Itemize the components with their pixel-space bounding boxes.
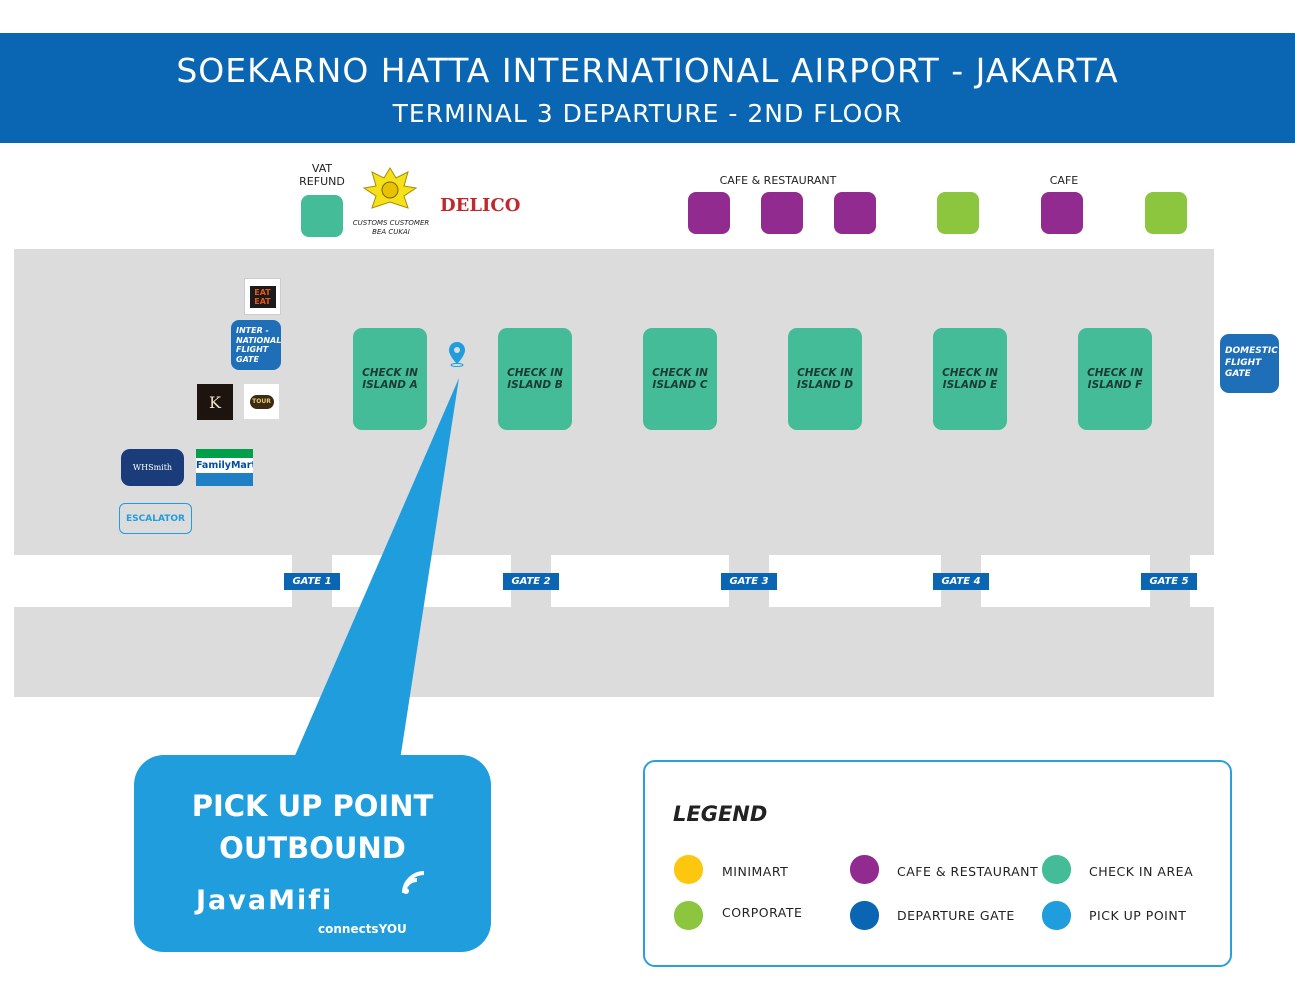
legend-gate-label: DEPARTURE GATE	[897, 908, 1015, 923]
check-in-island-e[interactable]: CHECK IN ISLAND E	[933, 328, 1007, 430]
legend-minimart-label: MINIMART	[722, 864, 789, 879]
map-title: SOEKARNO HATTA INTERNATIONAL AIRPORT - J…	[176, 51, 1119, 90]
legend-checkin-label: CHECK IN AREA	[1089, 864, 1194, 879]
domestic-flight-gate[interactable]: DOMESTIC FLIGHT GATE	[1220, 334, 1279, 393]
tour-logo: TOUR	[244, 384, 279, 419]
eat-eat-text: EAT EAT	[249, 285, 276, 308]
gate-3-label[interactable]: GATE 3	[721, 573, 777, 590]
escalator-box[interactable]: ESCALATOR	[119, 503, 192, 534]
international-flight-gate[interactable]: INTER - NATIONAL FLIGHT GATE	[231, 320, 281, 370]
check-in-island-a[interactable]: CHECK IN ISLAND A	[353, 328, 427, 430]
familymart-stripe-bottom	[196, 473, 253, 486]
pickup-line2: OUTBOUND	[219, 831, 406, 865]
cafe-label: CAFE	[1049, 174, 1079, 187]
legend-corporate-swatch	[674, 901, 703, 930]
legend-pickup-label: PICK UP POINT	[1089, 908, 1187, 923]
gate-5-label[interactable]: GATE 5	[1141, 573, 1197, 590]
location-pin-icon[interactable]	[446, 340, 468, 368]
legend-minimart-swatch	[674, 855, 703, 884]
wifi-signal-icon	[400, 869, 430, 897]
kafe-logo: K	[197, 384, 233, 420]
domestic-flight-gate-label: DOMESTIC FLIGHT GATE	[1225, 346, 1278, 379]
pickup-line1: PICK UP POINT	[191, 789, 434, 823]
escalator-label: ESCALATOR	[126, 513, 185, 524]
legend-gate-swatch	[850, 901, 879, 930]
check-in-island-f[interactable]: CHECK IN ISLAND F	[1078, 328, 1152, 430]
gate-1-label[interactable]: GATE 1	[284, 573, 340, 590]
legend-checkin-swatch	[1042, 855, 1071, 884]
tour-logo-text: TOUR	[252, 398, 271, 405]
legend-cafe-swatch	[850, 855, 879, 884]
vat-refund-label: VAT REFUND	[299, 162, 345, 188]
cafe-spot-2[interactable]	[761, 192, 803, 234]
cafe-restaurant-label: CAFE & RESTAURANT	[719, 174, 837, 187]
tour-logo-badge: TOUR	[249, 394, 274, 409]
lower-floor-area	[14, 607, 1214, 697]
pickup-point-bubble[interactable]: PICK UP POINT OUTBOUND JavaMifi connects…	[134, 755, 491, 952]
corporate-spot-2[interactable]	[1145, 192, 1187, 234]
map-header: SOEKARNO HATTA INTERNATIONAL AIRPORT - J…	[0, 33, 1295, 143]
international-flight-gate-label: INTER - NATIONAL FLIGHT GATE	[236, 326, 282, 364]
familymart-logo-text: FamilyMart	[196, 460, 253, 471]
delico-logo: DELICO	[440, 195, 521, 216]
corporate-spot-1[interactable]	[937, 192, 979, 234]
gate-4-label[interactable]: GATE 4	[933, 573, 989, 590]
legend-corporate-label: CORPORATE	[722, 905, 803, 920]
customs-label: CUSTOMS CUSTOMER BEA CUKAI	[352, 219, 430, 236]
vat-refund-spot[interactable]	[301, 195, 343, 237]
javamifi-brand: JavaMifi	[196, 885, 334, 916]
cafe-spot-4[interactable]	[1041, 192, 1083, 234]
familymart-stripe-top	[196, 449, 253, 458]
eat-eat-logo: EAT EAT	[244, 278, 281, 315]
javamifi-tagline: connectsYOU	[318, 922, 407, 936]
legend-panel: LEGEND MINIMART CORPORATE CAFE & RESTAUR…	[643, 760, 1232, 967]
legend-cafe-label: CAFE & RESTAURANT	[897, 864, 1039, 879]
customs-emblem-icon	[362, 164, 418, 216]
check-in-island-b[interactable]: CHECK IN ISLAND B	[498, 328, 572, 430]
legend-title: LEGEND	[673, 802, 768, 826]
whsmith-logo: WHSmith	[121, 449, 184, 486]
kafe-logo-text: K	[209, 392, 221, 412]
cafe-spot-1[interactable]	[688, 192, 730, 234]
familymart-logo: FamilyMart	[196, 449, 253, 486]
legend-pickup-swatch	[1042, 901, 1071, 930]
map-subtitle: TERMINAL 3 DEPARTURE - 2ND FLOOR	[392, 99, 903, 128]
check-in-island-c[interactable]: CHECK IN ISLAND C	[643, 328, 717, 430]
gate-2-label[interactable]: GATE 2	[503, 573, 559, 590]
whsmith-logo-text: WHSmith	[132, 463, 173, 472]
check-in-island-d[interactable]: CHECK IN ISLAND D	[788, 328, 862, 430]
cafe-spot-3[interactable]	[834, 192, 876, 234]
